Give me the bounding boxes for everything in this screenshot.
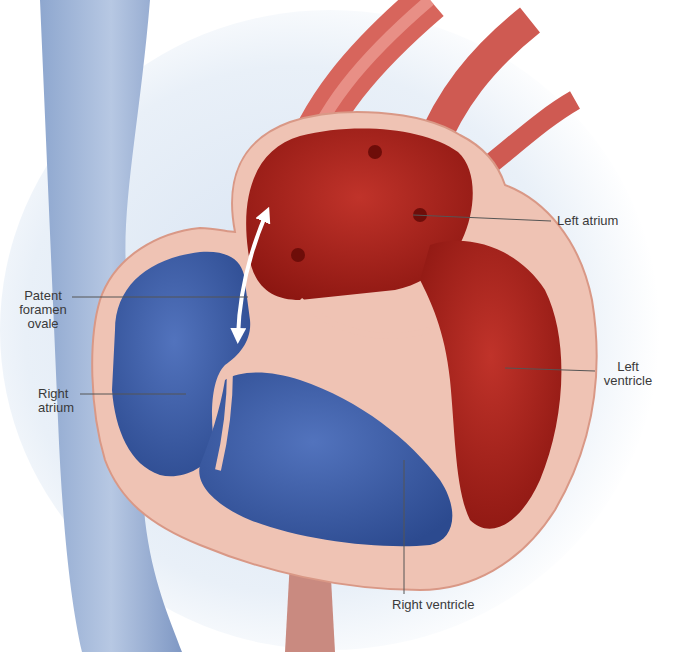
shunt-arrow <box>238 214 266 336</box>
tricuspid-leaflet <box>218 370 230 470</box>
leader-line <box>413 215 551 221</box>
part-label: Left ventricle <box>599 360 657 388</box>
right-ventricle-cavity <box>199 373 452 547</box>
mitral-leaflet <box>300 300 430 336</box>
vein-opening <box>291 248 305 262</box>
heart-wall <box>92 112 596 590</box>
leader-line <box>404 460 405 594</box>
part-label: Right atrium <box>38 387 84 415</box>
part-label: Left atrium <box>557 214 667 228</box>
leader-line <box>80 394 186 395</box>
leader-line <box>505 368 595 371</box>
vein-opening <box>368 145 382 159</box>
part-label: Right ventricle <box>392 598 522 612</box>
leader-line <box>72 297 248 298</box>
part-label: Patent foramen ovale <box>12 289 74 331</box>
